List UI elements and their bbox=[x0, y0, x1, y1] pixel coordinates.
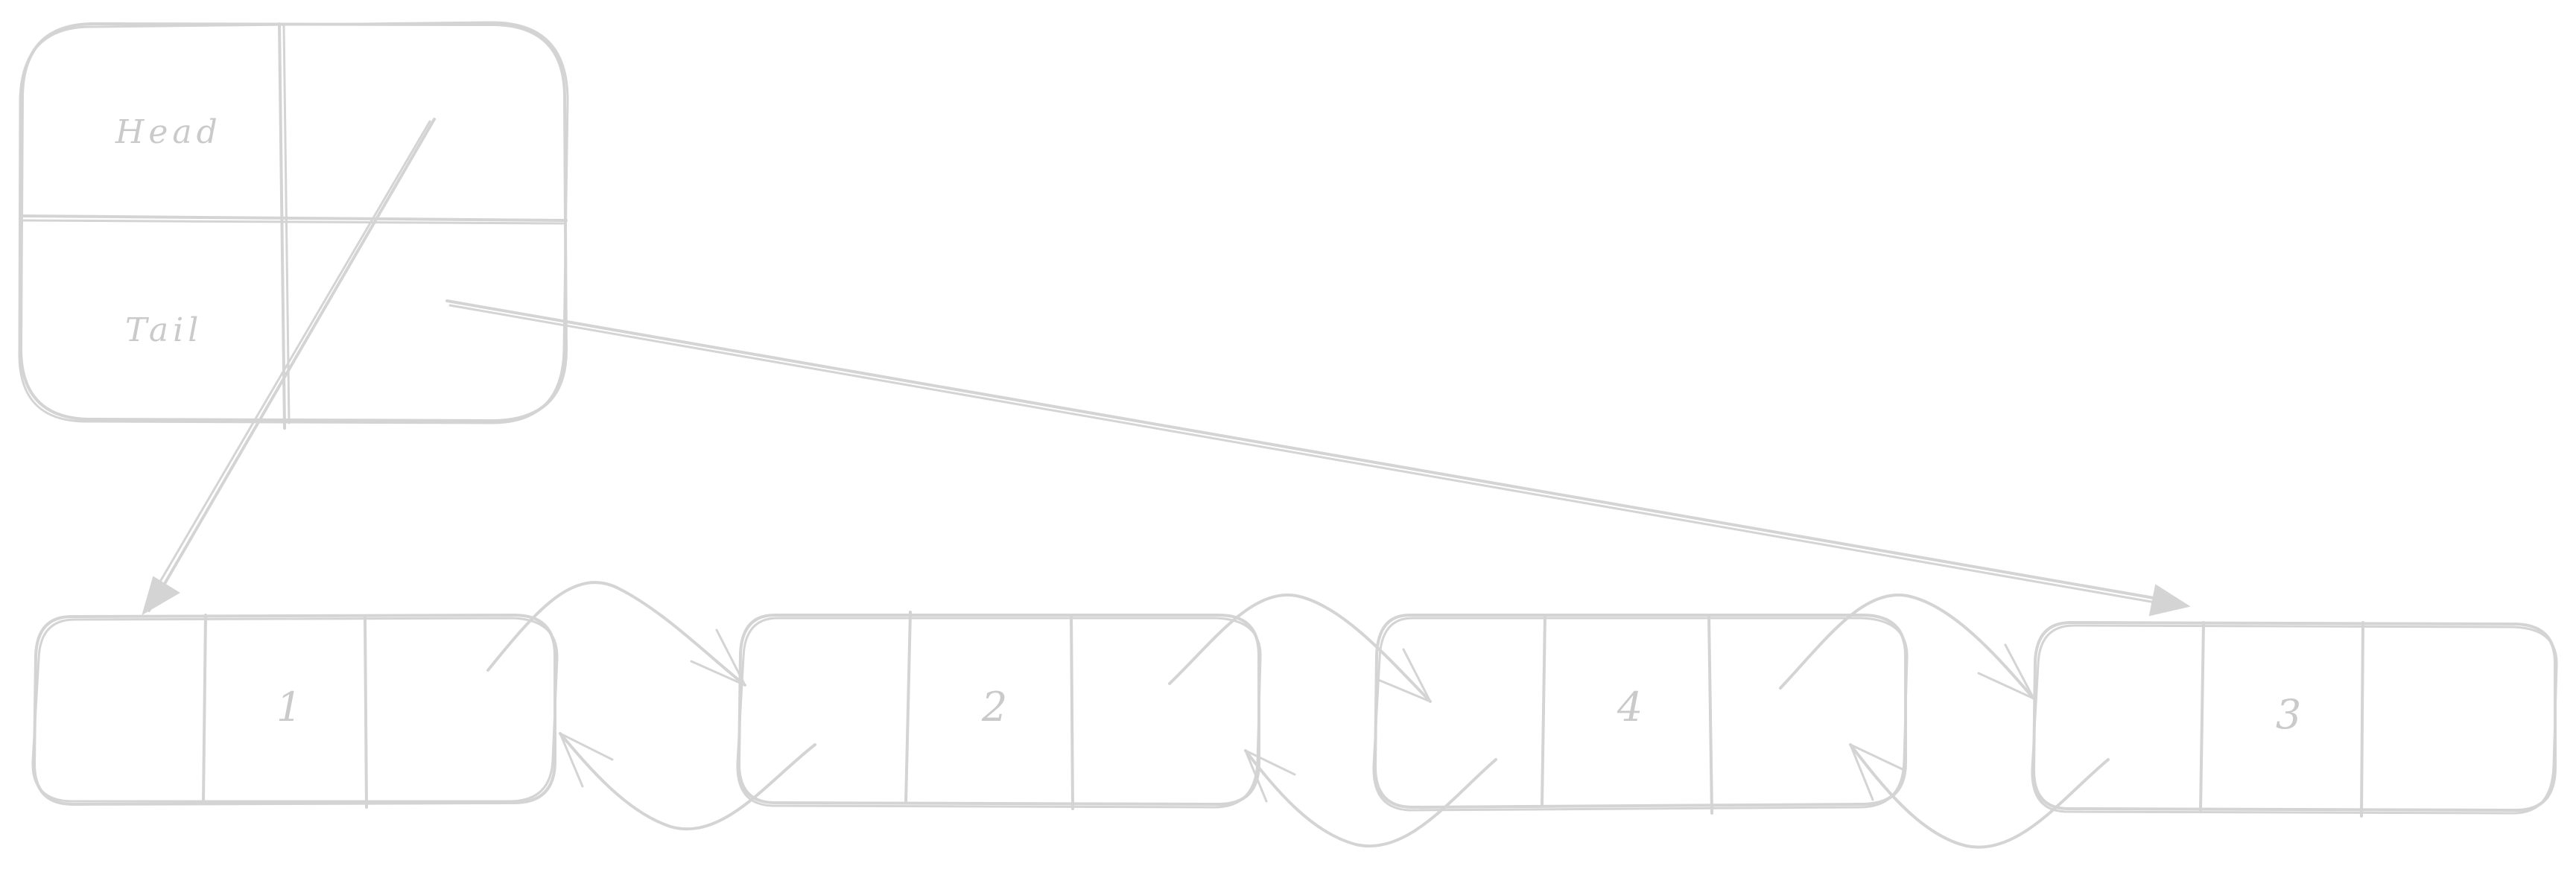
list-node-1: 1 bbox=[31, 614, 559, 809]
node-4-divider-right bbox=[1707, 614, 1713, 815]
head-label: Head bbox=[115, 113, 222, 151]
node-1-divider-left bbox=[202, 614, 207, 803]
tail-pointer-arrowhead bbox=[2148, 584, 2191, 617]
list-node-4: 4 bbox=[1372, 614, 1909, 815]
head-tail-box-horizontal-divider bbox=[21, 214, 568, 222]
head-tail-box: Head Tail bbox=[18, 21, 569, 430]
link-4-to-3-next-arrow bbox=[1779, 594, 2035, 700]
node-4-value: 4 bbox=[1617, 684, 1643, 731]
tail-pointer-arrow bbox=[445, 299, 2191, 617]
head-tail-box-vertical-divider bbox=[278, 22, 286, 430]
link-1-to-2-next-arrow bbox=[486, 581, 746, 687]
node-4-divider-left bbox=[1541, 614, 1546, 806]
head-tail-box-outline-pass2 bbox=[18, 21, 569, 424]
link-4-to-2-prev-arrow bbox=[1244, 749, 1497, 847]
link-2-to-1-prev-arrow bbox=[559, 732, 816, 831]
list-node-3: 3 bbox=[2031, 621, 2558, 818]
tail-label: Tail bbox=[125, 311, 203, 349]
node-3-divider-right bbox=[2360, 621, 2364, 818]
link-3-to-4-prev-arrow bbox=[1849, 743, 2110, 849]
head-pointer-arrow bbox=[142, 118, 436, 616]
node-3-divider-left bbox=[2199, 621, 2205, 812]
node-1-value: 1 bbox=[276, 684, 302, 731]
node-3-value: 3 bbox=[2276, 691, 2301, 738]
link-2-to-4-next-arrow bbox=[1168, 594, 1432, 703]
node-2-value: 2 bbox=[981, 684, 1007, 731]
node-2-divider-right bbox=[1070, 614, 1074, 810]
node-1-divider-right bbox=[364, 617, 368, 809]
list-node-2: 2 bbox=[736, 611, 1262, 810]
head-pointer-arrowhead bbox=[142, 576, 180, 616]
node-2-divider-left bbox=[904, 611, 912, 804]
